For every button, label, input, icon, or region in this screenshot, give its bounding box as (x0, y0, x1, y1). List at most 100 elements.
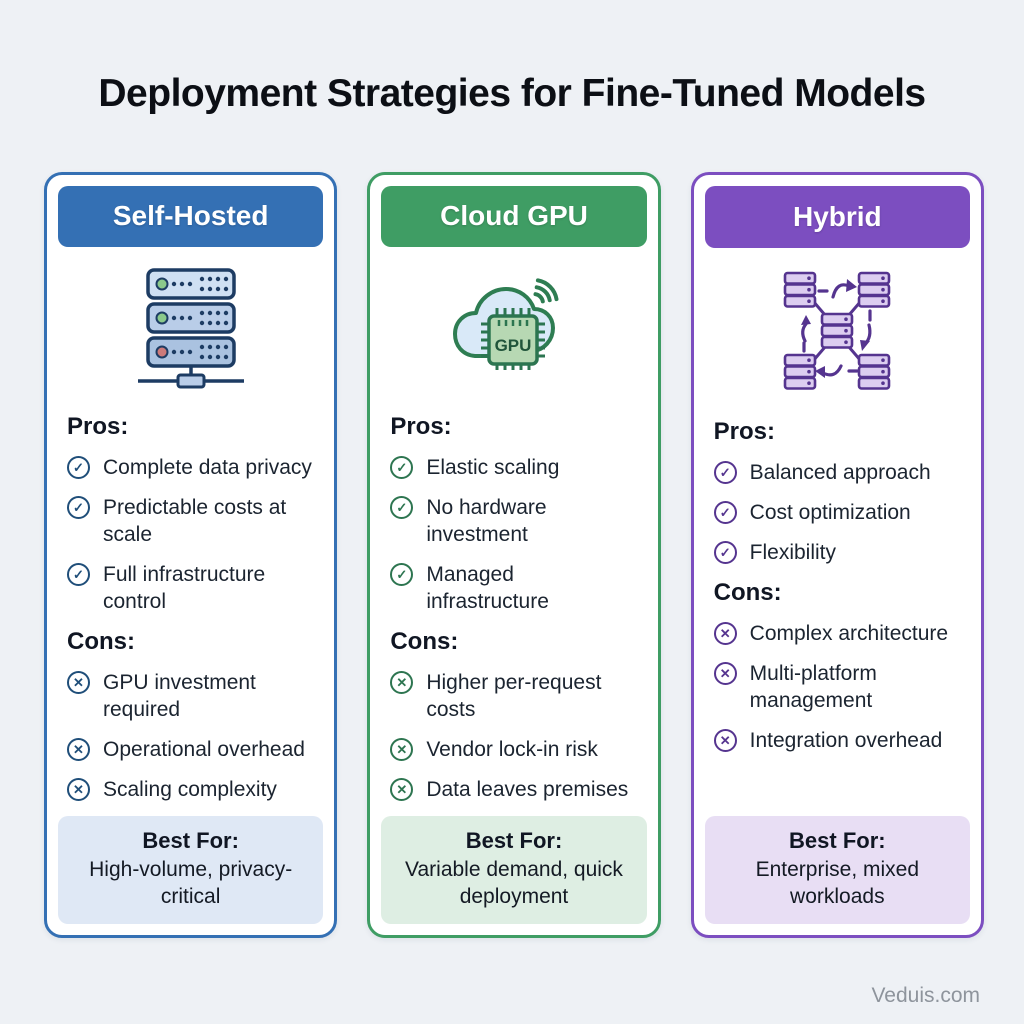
pros-list: ✓ Elastic scaling ✓ No hardware investment… (390, 454, 637, 615)
list-item: ✓ Managed infrastructure (390, 561, 637, 615)
list-item: ✕ Scaling complexity (67, 776, 314, 803)
list-item: ✕ Data leaves premises (390, 776, 637, 803)
con-text: Operational overhead (103, 738, 305, 761)
con-text: Integration overhead (749, 729, 943, 752)
cons-heading: Cons: (713, 579, 782, 606)
cloud-gpu-graphic: GPU (452, 278, 559, 370)
hybrid-network-graphic (784, 271, 891, 390)
cross-circle-icon: ✕ (67, 738, 90, 761)
list-item: ✓ Cost optimization (713, 499, 961, 526)
best-for-text: High-volume, privacy-critical (89, 858, 293, 908)
best-for-label: Best For: (142, 828, 239, 853)
arrow-heads (801, 279, 871, 378)
cross-circle-icon: ✕ (67, 671, 90, 694)
con-text: GPU investment required (103, 671, 256, 721)
list-item: ✕ Multi-platform management (713, 660, 961, 714)
page-title: Deployment Strategies for Fine-Tuned Mod… (98, 72, 926, 115)
card-self-hosted: Self-Hosted (44, 172, 338, 938)
pros-list: ✓ Balanced approach ✓ Cost optimization ✓ F… (713, 459, 961, 566)
watermark: Veduis.com (871, 984, 980, 1007)
pros-heading: Pros: (713, 418, 776, 445)
list-item: ✕ Complex architecture (713, 620, 961, 647)
card-header-cloud-gpu: Cloud GPU (381, 186, 647, 247)
cons-heading: Cons: (67, 628, 135, 655)
cross-circle-icon: ✕ (390, 778, 414, 801)
check-circle-icon: ✓ (390, 456, 414, 479)
check-circle-icon: ✓ (67, 496, 90, 519)
check-circle-icon: ✓ (390, 563, 414, 586)
check-circle-icon: ✓ (67, 456, 90, 479)
list-item: ✕ GPU investment required (67, 669, 314, 723)
con-text: Vendor lock-in risk (426, 738, 598, 761)
pro-text: Flexibility (749, 541, 837, 564)
card-title: Cloud GPU (440, 200, 588, 232)
card-title: Self-Hosted (112, 200, 269, 232)
card-body: Pros: ✓ Complete data privacy ✓ Predictabl… (47, 401, 334, 816)
server-rack-icon (47, 255, 334, 401)
best-for-label: Best For: (465, 828, 563, 853)
pros-list: ✓ Complete data privacy ✓ Predictable cost… (67, 454, 314, 615)
check-circle-icon: ✓ (713, 501, 737, 524)
con-text: Complex architecture (749, 622, 949, 645)
best-for-box: Best For: Variable demand, quick deploym… (381, 816, 647, 924)
card-cloud-gpu: Cloud GPU (367, 172, 661, 938)
pros-heading: Pros: (390, 413, 452, 440)
cards-row: Self-Hosted (44, 172, 984, 938)
cross-circle-icon: ✕ (67, 778, 90, 801)
best-for-text: Variable demand, quick deployment (405, 858, 623, 908)
card-body: Pros: ✓ Elastic scaling ✓ No hardware inve… (370, 401, 657, 816)
card-header-hybrid: Hybrid (704, 186, 970, 248)
list-item: ✓ No hardware investment (390, 494, 637, 548)
pro-text: Managed infrastructure (426, 563, 549, 613)
con-text: Scaling complexity (103, 778, 277, 801)
list-item: ✓ Full infrastructure control (67, 561, 314, 615)
cons-list: ✕ Higher per-request costs ✕ Vendor lock-i… (390, 669, 637, 803)
list-item: ✓ Flexibility (713, 539, 961, 566)
cons-list: ✕ Complex architecture ✕ Multi-platform ma… (713, 620, 961, 754)
cross-circle-icon: ✕ (713, 622, 737, 645)
pro-text: Predictable costs at scale (103, 496, 287, 546)
best-for-box: Best For: Enterprise, mixed workloads (704, 816, 970, 924)
check-circle-icon: ✓ (713, 541, 737, 564)
pro-text: Complete data privacy (103, 456, 312, 479)
pro-text: Elastic scaling (426, 456, 560, 479)
best-for-text: Enterprise, mixed workloads (755, 858, 920, 908)
list-item: ✕ Operational overhead (67, 736, 314, 763)
gpu-chip-label: GPU (495, 336, 532, 355)
list-item: ✓ Elastic scaling (390, 454, 637, 481)
best-for-label: Best For: (789, 828, 886, 853)
pro-text: No hardware investment (426, 496, 547, 546)
con-text: Multi-platform management (749, 662, 877, 712)
list-item: ✕ Vendor lock-in risk (390, 736, 637, 763)
list-item: ✕ Integration overhead (713, 727, 961, 754)
pros-heading: Pros: (67, 413, 129, 440)
card-header-self-hosted: Self-Hosted (58, 186, 324, 247)
list-item: ✓ Balanced approach (713, 459, 961, 486)
card-hybrid: Hybrid (690, 172, 984, 938)
cloud-gpu-icon: GPU (370, 255, 657, 401)
cons-heading: Cons: (390, 628, 459, 655)
list-item: ✓ Predictable costs at scale (67, 494, 314, 548)
pro-text: Balanced approach (749, 461, 931, 484)
pro-text: Full infrastructure control (103, 563, 266, 613)
best-for-box: Best For: High-volume, privacy-critical (58, 816, 324, 924)
check-circle-icon: ✓ (713, 461, 737, 484)
con-text: Higher per-request costs (426, 671, 602, 721)
check-circle-icon: ✓ (67, 563, 90, 586)
cons-list: ✕ GPU investment required ✕ Operational ov… (67, 669, 314, 803)
card-body: Pros: ✓ Balanced approach ✓ Cost optimizat… (694, 406, 981, 767)
list-item: ✕ Higher per-request costs (390, 669, 637, 723)
list-item: ✓ Complete data privacy (67, 454, 314, 481)
cross-circle-icon: ✕ (390, 738, 414, 761)
wifi-signal-icon (533, 278, 559, 304)
cross-circle-icon: ✕ (713, 662, 737, 685)
hybrid-network-icon (694, 256, 981, 406)
con-text: Data leaves premises (426, 778, 629, 801)
cross-circle-icon: ✕ (390, 671, 414, 694)
pro-text: Cost optimization (749, 501, 911, 524)
server-rack-graphic (137, 268, 244, 389)
cross-circle-icon: ✕ (713, 729, 737, 752)
check-circle-icon: ✓ (390, 496, 414, 519)
gpu-chip (480, 307, 545, 370)
